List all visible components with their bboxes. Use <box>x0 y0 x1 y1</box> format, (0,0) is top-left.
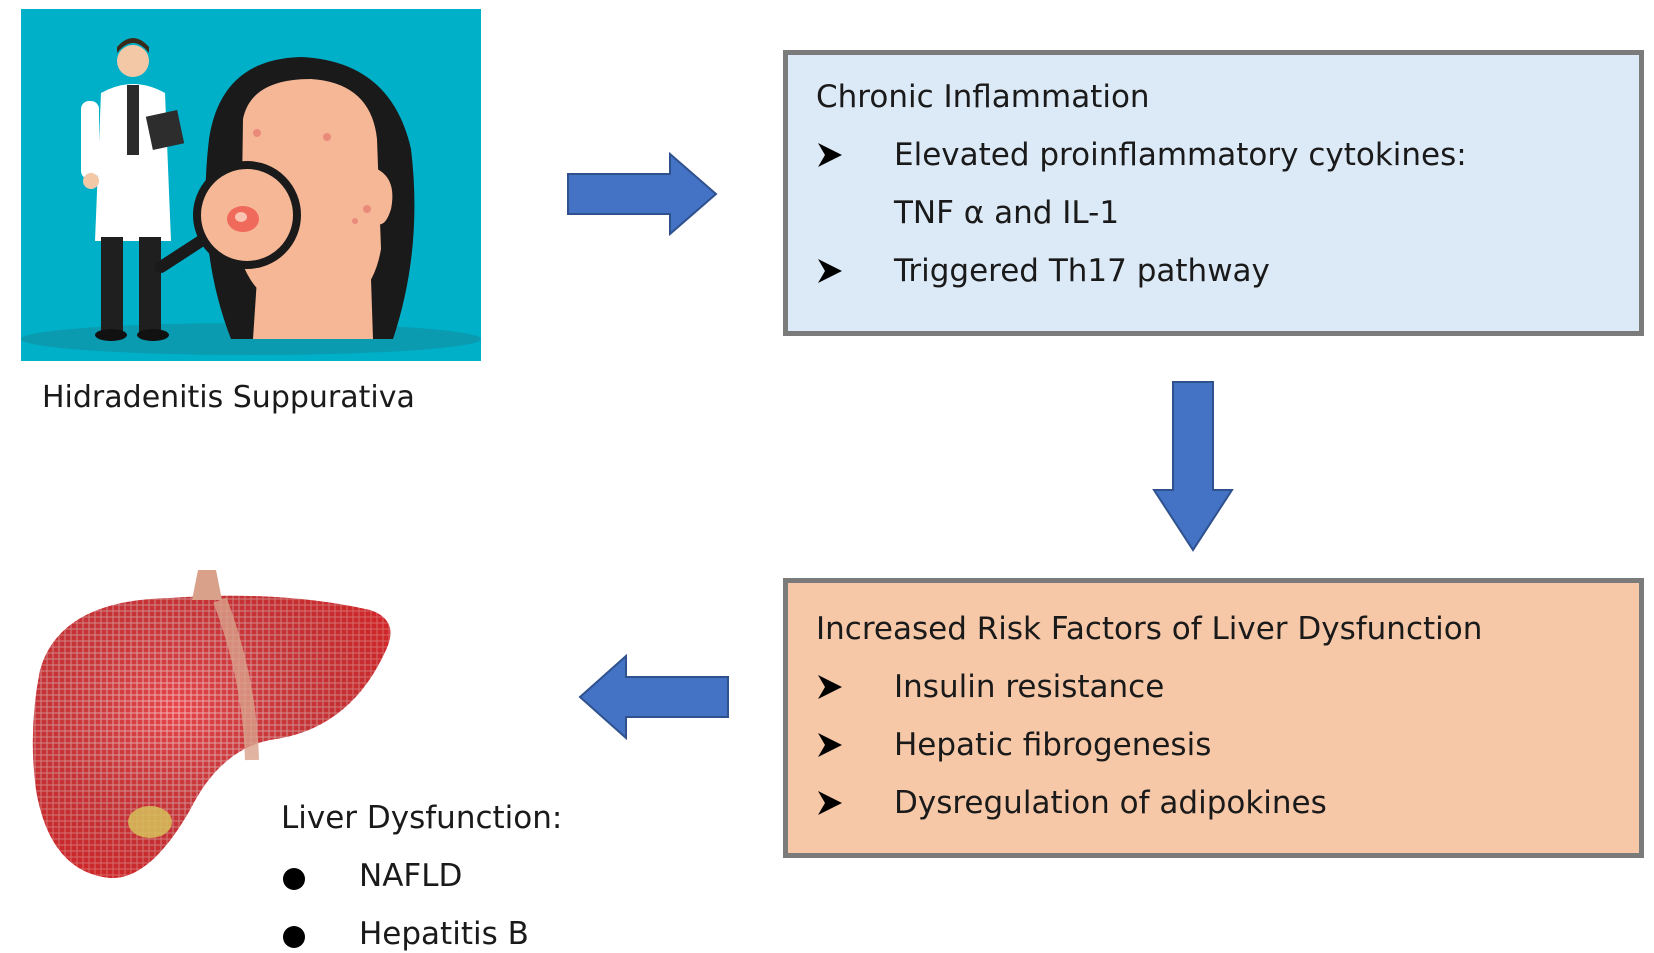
arrowhead-bullet-icon <box>818 143 842 167</box>
hidradenitis-caption: Hidradenitis Suppurativa <box>42 380 415 415</box>
arrowhead-bullet-icon <box>818 791 842 815</box>
doctor-icon <box>81 38 185 341</box>
hidradenitis-illustration <box>21 9 481 361</box>
bullet-text: NAFLD <box>359 858 463 894</box>
chronic-inflammation-box: Chronic Inflammation Elevated proinflamm… <box>783 50 1644 336</box>
risk-title: Increased Risk Factors of Liver Dysfunct… <box>816 611 1483 647</box>
arrowhead-bullet-icon <box>818 675 842 699</box>
bullet-dot-icon <box>283 926 305 948</box>
inflammation-title: Chronic Inflammation <box>816 79 1150 115</box>
arrowhead-bullet-icon <box>818 259 842 283</box>
arrowhead-bullet-icon <box>818 733 842 757</box>
liver-icon <box>32 570 391 879</box>
magnifier-icon <box>155 161 301 273</box>
arrow-right-icon <box>567 152 718 236</box>
liver-dysfunction-title: Liver Dysfunction: <box>281 800 563 836</box>
bullet-text-continued: TNF α and IL-1 <box>894 195 1120 231</box>
bullet-text: Elevated proinflammatory cytokines: <box>894 137 1467 173</box>
bullet-text: Insulin resistance <box>894 669 1165 705</box>
liver-illustration <box>32 570 391 879</box>
arrow-left-icon <box>578 654 729 740</box>
bullet-dot-icon <box>283 868 305 890</box>
arrow-down-icon <box>1152 381 1234 552</box>
bullet-text: Hepatitis B <box>359 916 529 952</box>
bullet-text: Dysregulation of adipokines <box>894 785 1327 821</box>
bullet-text: Triggered Th17 pathway <box>894 253 1270 289</box>
liver-risk-factors-box: Increased Risk Factors of Liver Dysfunct… <box>783 578 1644 858</box>
bullet-text: Hepatic fibrogenesis <box>894 727 1212 763</box>
